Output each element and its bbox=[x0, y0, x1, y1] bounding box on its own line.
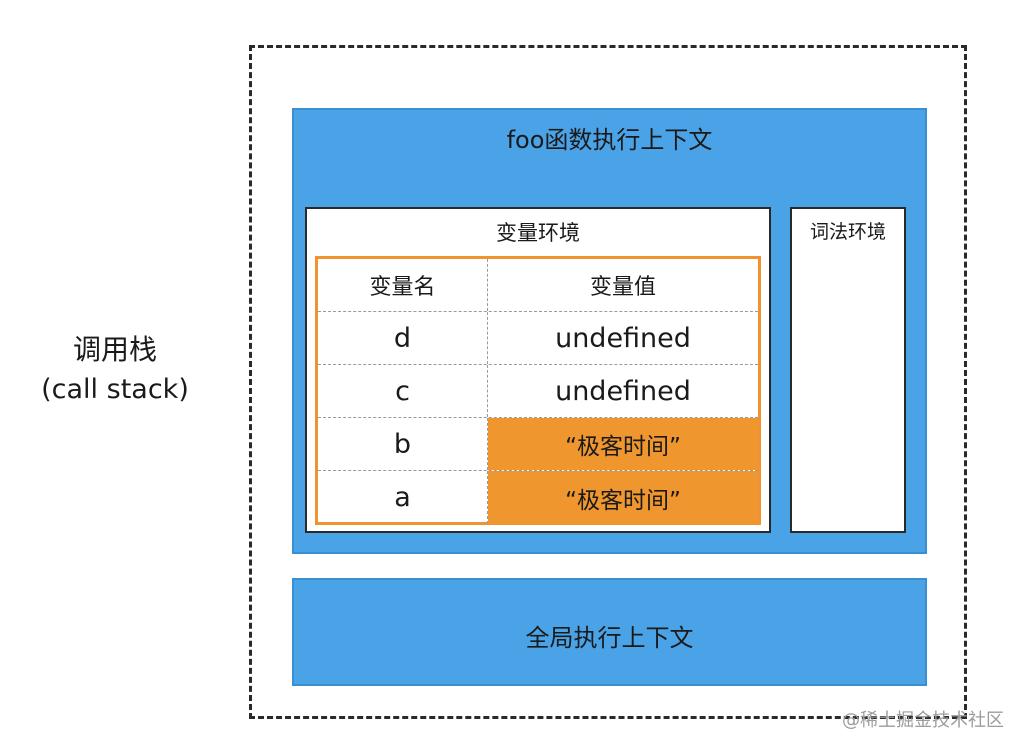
global-execution-context: 全局执行上下文 bbox=[292, 578, 927, 686]
call-stack-title: 调用栈 bbox=[72, 333, 157, 366]
foo-context-title: foo函数执行上下文 bbox=[506, 126, 713, 154]
watermark: @稀土掘金技术社区 bbox=[842, 710, 1004, 731]
header-variable-name: 变量名 bbox=[318, 259, 488, 311]
header-variable-value: 变量值 bbox=[589, 275, 656, 300]
call-stack-subtitle: (call stack) bbox=[41, 374, 189, 405]
variable-value-cell-highlighted: “极客时间” bbox=[488, 471, 758, 524]
variable-value-cell-highlighted: “极客时间” bbox=[488, 418, 758, 470]
table-row: d undefined bbox=[318, 312, 758, 365]
variable-value-cell: undefined bbox=[555, 322, 691, 354]
variable-value-text: “极客时间” bbox=[565, 434, 681, 460]
variable-environment-title: 变量环境 bbox=[496, 221, 580, 245]
table-header-row: 变量名 变量值 bbox=[318, 259, 758, 312]
variable-name-cell: c bbox=[318, 365, 488, 417]
variable-value-text: “极客时间” bbox=[565, 487, 681, 514]
table-row: a “极客时间” bbox=[318, 471, 758, 524]
variable-value-cell: undefined bbox=[555, 375, 691, 407]
variable-name-cell: b bbox=[318, 418, 488, 470]
lexical-environment: 词法环境 bbox=[790, 207, 906, 533]
variable-table: 变量名 变量值 d undefined c undefined b “极客时间”… bbox=[315, 256, 761, 525]
table-row: b “极客时间” bbox=[318, 418, 758, 471]
variable-name-cell: d bbox=[318, 312, 488, 364]
table-row: c undefined bbox=[318, 365, 758, 418]
variable-name-cell: a bbox=[318, 471, 488, 524]
global-context-title: 全局执行上下文 bbox=[525, 624, 694, 652]
lexical-environment-title: 词法环境 bbox=[809, 221, 886, 243]
call-stack-label: 调用栈 (call stack) bbox=[20, 330, 210, 410]
